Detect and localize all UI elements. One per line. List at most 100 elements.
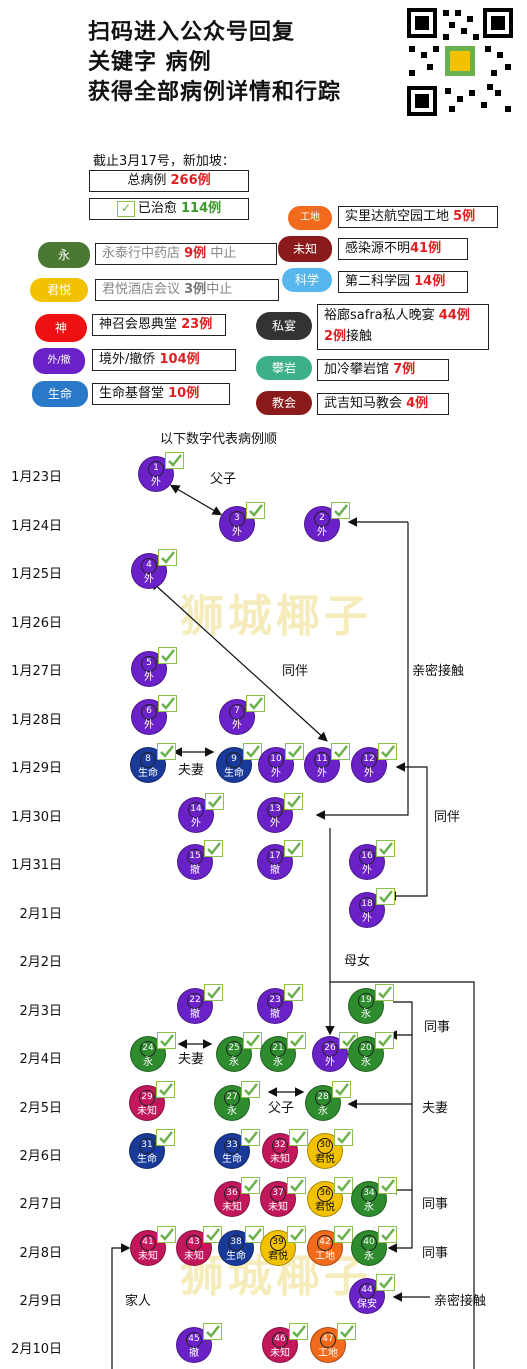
legend-gongdi-text: 实里达航空园工地 bbox=[345, 209, 454, 224]
cured-check-icon bbox=[287, 1226, 306, 1243]
case-number: 46 bbox=[272, 1332, 288, 1348]
case-number: 33 bbox=[224, 1138, 240, 1154]
legend-tag-jiaohui: 教会 bbox=[256, 391, 312, 415]
legend-tag-kexue: 科学 bbox=[282, 268, 332, 292]
header-line-3: 获得全部病例详情和行踪 bbox=[88, 80, 342, 105]
cured-check-icon bbox=[284, 793, 303, 810]
legend-sheng-text: 生命基督堂 bbox=[99, 386, 169, 401]
legend-tag-weizhi: 未知 bbox=[278, 236, 332, 262]
cured-check-icon bbox=[246, 502, 265, 519]
case-number: 28 bbox=[315, 1090, 331, 1106]
cured-check-icon bbox=[243, 1032, 262, 1049]
date-label: 2月9日 bbox=[19, 1294, 62, 1309]
cured-check-icon bbox=[375, 1032, 394, 1049]
case-number: 40 bbox=[361, 1235, 377, 1251]
case-tag: 永 bbox=[364, 1202, 374, 1213]
qr-code[interactable] bbox=[405, 6, 515, 118]
legend-gongdi: 实里达航空园工地 5例 bbox=[338, 206, 498, 228]
cured-check-icon bbox=[375, 984, 394, 1001]
case-tag: 工地 bbox=[315, 1251, 335, 1262]
total-label: 总病例 bbox=[127, 173, 171, 188]
case-number: 3 bbox=[229, 511, 245, 527]
legend-kexue-num: 14例 bbox=[414, 274, 446, 289]
case-number: 21 bbox=[270, 1041, 286, 1057]
case-number: 39 bbox=[270, 1235, 286, 1251]
case-number: 27 bbox=[224, 1090, 240, 1106]
date-label: 1月24日 bbox=[11, 519, 62, 534]
link-12-18 bbox=[386, 766, 428, 901]
date-label: 2月4日 bbox=[19, 1052, 62, 1067]
legend-wai-text: 境外/撤侨 bbox=[99, 352, 160, 367]
case-number: 11 bbox=[314, 752, 330, 768]
cured-check-icon bbox=[287, 1177, 306, 1194]
legend-tag-panyan: 攀岩 bbox=[256, 356, 312, 380]
case-number: 14 bbox=[188, 802, 204, 818]
legend-siyan-extra-text: 接触 bbox=[346, 329, 373, 344]
case-tag: 永 bbox=[229, 1057, 239, 1068]
case-number: 37 bbox=[270, 1186, 286, 1202]
date-label: 2月8日 bbox=[19, 1246, 62, 1261]
case-number: 20 bbox=[358, 1041, 374, 1057]
case-number: 25 bbox=[226, 1041, 242, 1057]
case-number: 24 bbox=[140, 1041, 156, 1057]
case-tag: 君悦 bbox=[315, 1154, 335, 1165]
legend-yong: 永泰行中药店 9例 中止 bbox=[95, 243, 277, 265]
case-number: 36 bbox=[224, 1186, 240, 1202]
legend-yong-num: 9例 bbox=[184, 246, 207, 261]
case-number: 32 bbox=[272, 1138, 288, 1154]
link-19-40 bbox=[387, 1001, 413, 1253]
check-icon: ✓ bbox=[116, 200, 135, 217]
legend-tag-wai: 外/撤 bbox=[33, 348, 85, 374]
legend-siyan-text: 裕廊safra私人晚宴 bbox=[324, 308, 439, 323]
case-tag: 保安 bbox=[357, 1299, 377, 1310]
case-tag: 外 bbox=[271, 768, 281, 779]
case-tag: 撤 bbox=[190, 865, 200, 876]
cured-check-icon bbox=[376, 888, 395, 905]
cured-check-icon bbox=[334, 1226, 353, 1243]
case-number: 4 bbox=[141, 558, 157, 574]
case-number: 12 bbox=[361, 752, 377, 768]
case-number: 47 bbox=[320, 1332, 336, 1348]
case-number: 34 bbox=[361, 1186, 377, 1202]
legend-tag-yong: 永 bbox=[38, 242, 90, 268]
case-number: 41 bbox=[140, 1235, 156, 1251]
cured-check-icon bbox=[203, 1323, 222, 1340]
case-number: 2 bbox=[314, 511, 330, 527]
case-tag: 未知 bbox=[270, 1154, 290, 1165]
legend-jiaohui-text: 武吉知马教会 bbox=[324, 396, 407, 411]
case-number: 5 bbox=[141, 656, 157, 672]
case-tag: 外 bbox=[364, 768, 374, 779]
relation-tongshi-2: 同事 bbox=[422, 1197, 449, 1212]
date-label: 1月27日 bbox=[11, 664, 62, 679]
case-tag: 外 bbox=[144, 720, 154, 731]
legend-jiaohui-num: 4例 bbox=[406, 396, 429, 411]
legend-shen: 神召会恩典堂 23例 bbox=[92, 314, 226, 336]
cured-check-icon bbox=[243, 743, 262, 760]
link-4-11 bbox=[150, 580, 328, 742]
case-tag: 生命 bbox=[138, 768, 158, 779]
cured-check-icon bbox=[204, 840, 223, 857]
date-label: 1月26日 bbox=[11, 616, 62, 631]
cured-check-icon bbox=[246, 695, 265, 712]
legend-weizhi: 感染源不明41例 bbox=[338, 238, 468, 260]
relation-munv: 母女 bbox=[344, 954, 371, 969]
cured-check-icon bbox=[157, 1032, 176, 1049]
case-tag: 生命 bbox=[222, 1154, 242, 1165]
cured-check-icon bbox=[332, 1081, 351, 1098]
case-number: 18 bbox=[359, 897, 375, 913]
case-number: 31 bbox=[139, 1138, 155, 1154]
case-number: 6 bbox=[141, 704, 157, 720]
case-tag: 外 bbox=[151, 477, 161, 488]
case-tag: 生命 bbox=[224, 768, 244, 779]
case-number: 38 bbox=[228, 1235, 244, 1251]
